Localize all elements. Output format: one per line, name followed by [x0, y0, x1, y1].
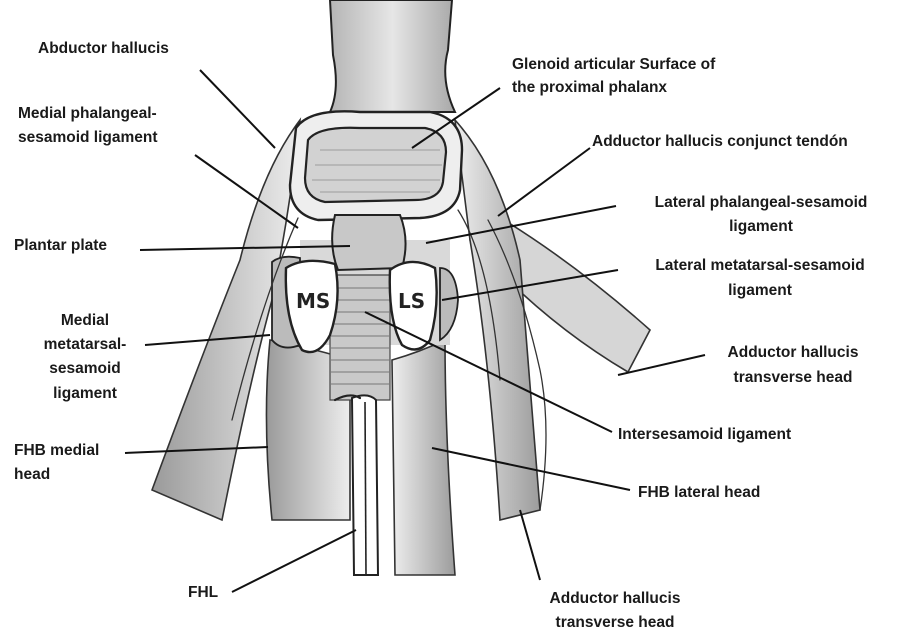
label-lateral-phalangeal-line1: Lateral phalangeal-sesamoid	[610, 192, 907, 213]
medial-sesamoid-label: MS	[296, 289, 330, 313]
fhb-lateral-head	[392, 340, 455, 575]
label-lateral-metatarsal-line1: Lateral metatarsal-sesamoid	[620, 255, 900, 276]
label-medial-metatarsal-line4: ligament	[20, 383, 150, 404]
label-medial-metatarsal-line1: Medial	[20, 310, 150, 331]
label-lateral-phalangeal-line2: ligament	[610, 216, 907, 237]
label-adductor-transverse-right-line2: transverse head	[698, 367, 888, 388]
label-plantar-plate: Plantar plate	[14, 235, 107, 256]
label-adductor-transverse-right-line1: Adductor hallucis	[698, 342, 888, 363]
label-fhb-lateral: FHB lateral head	[638, 482, 760, 503]
label-glenoid-line2: the proximal phalanx	[512, 77, 667, 98]
lateral-sesamoid-halo	[440, 268, 458, 340]
intersesamoid-hatch	[330, 275, 390, 400]
label-medial-metatarsal-line3: sesamoid	[20, 358, 150, 379]
label-fhl: FHL	[188, 582, 218, 603]
label-medial-phalangeal-line2: sesamoid ligament	[18, 127, 158, 148]
label-lateral-metatarsal-line2: ligament	[620, 280, 900, 301]
label-fhb-medial-line1: FHB medial	[14, 440, 99, 461]
proximal-phalanx-shaft	[330, 0, 455, 112]
label-abductor-hallucis: Abductor hallucis	[38, 38, 169, 59]
label-fhb-medial-line2: head	[14, 464, 50, 485]
label-adductor-conjunct: Adductor hallucis conjunct tendón	[592, 131, 848, 152]
lateral-sesamoid-label: LS	[398, 289, 425, 313]
label-intersesamoid: Intersesamoid ligament	[618, 424, 791, 445]
label-adductor-transverse-bottom-line2: transverse head	[520, 612, 710, 633]
label-medial-metatarsal-line2: metatarsal-	[20, 334, 150, 355]
label-medial-phalangeal-line1: Medial phalangeal-	[18, 103, 157, 124]
label-glenoid-line1: Glenoid articular Surface of	[512, 54, 715, 75]
plantar-plate-block	[332, 215, 405, 270]
label-adductor-transverse-bottom-line1: Adductor hallucis	[520, 588, 710, 609]
